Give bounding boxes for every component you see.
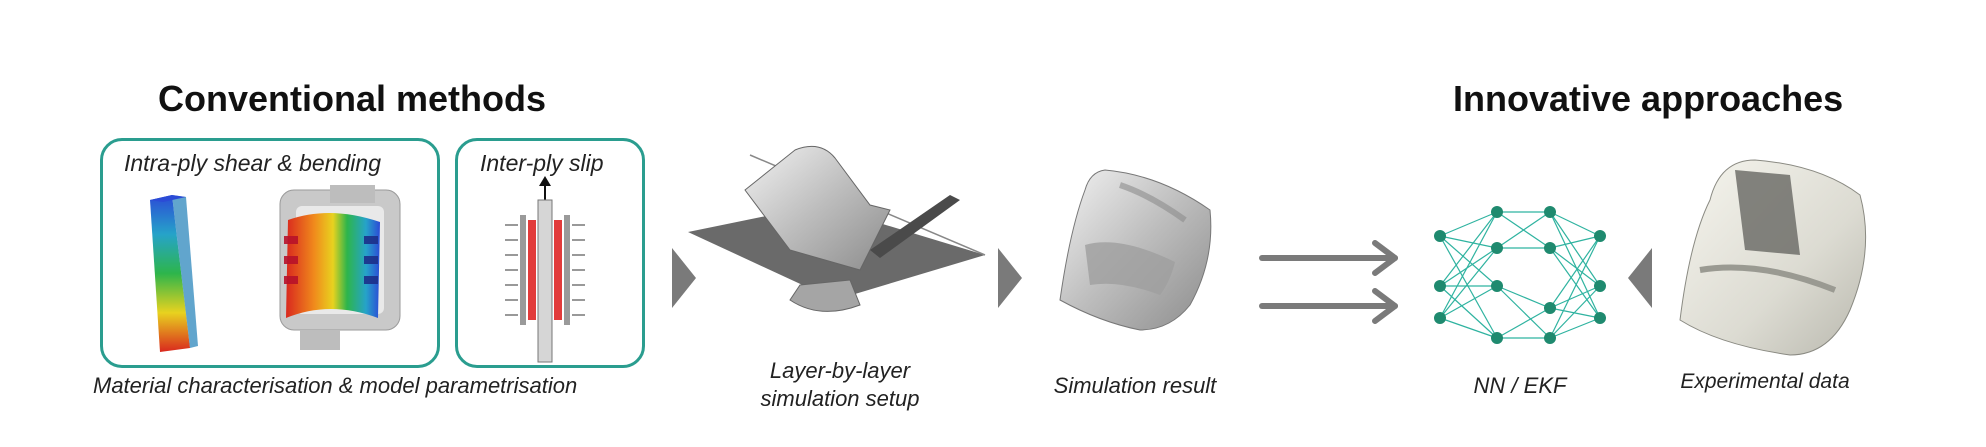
neural-network-image (1434, 206, 1606, 344)
conventional-methods-heading: Conventional methods (158, 78, 547, 119)
inter-ply-label: Inter-ply slip (480, 150, 604, 176)
shear-coupon-image (150, 195, 198, 352)
experimental-part-image (1679, 159, 1867, 356)
layer-setup-caption-line2: simulation setup (760, 386, 920, 411)
experimental-caption: Experimental data (1680, 370, 1850, 393)
intra-ply-panel (100, 138, 440, 368)
nn-ekf-caption: NN / EKF (1473, 373, 1567, 398)
bidirectional-arrows (1259, 240, 1398, 324)
inter-ply-slip-image (505, 176, 585, 363)
inter-ply-panel (455, 138, 645, 368)
layer-setup-image (688, 145, 986, 312)
layer-setup-caption-line1: Layer-by-layer (769, 358, 911, 383)
flow-arrow-3 (1628, 248, 1652, 308)
flow-arrow-2 (998, 248, 1022, 308)
material-caption: Material characterisation & model parame… (93, 373, 578, 398)
flow-arrow-1 (672, 248, 696, 308)
innovative-approaches-heading: Innovative approaches (1453, 78, 1844, 119)
intra-ply-label: Intra-ply shear & bending (124, 150, 381, 176)
bending-fixture-image (279, 185, 401, 350)
simulation-result-image (1059, 169, 1212, 331)
simulation-result-caption: Simulation result (1053, 373, 1217, 398)
